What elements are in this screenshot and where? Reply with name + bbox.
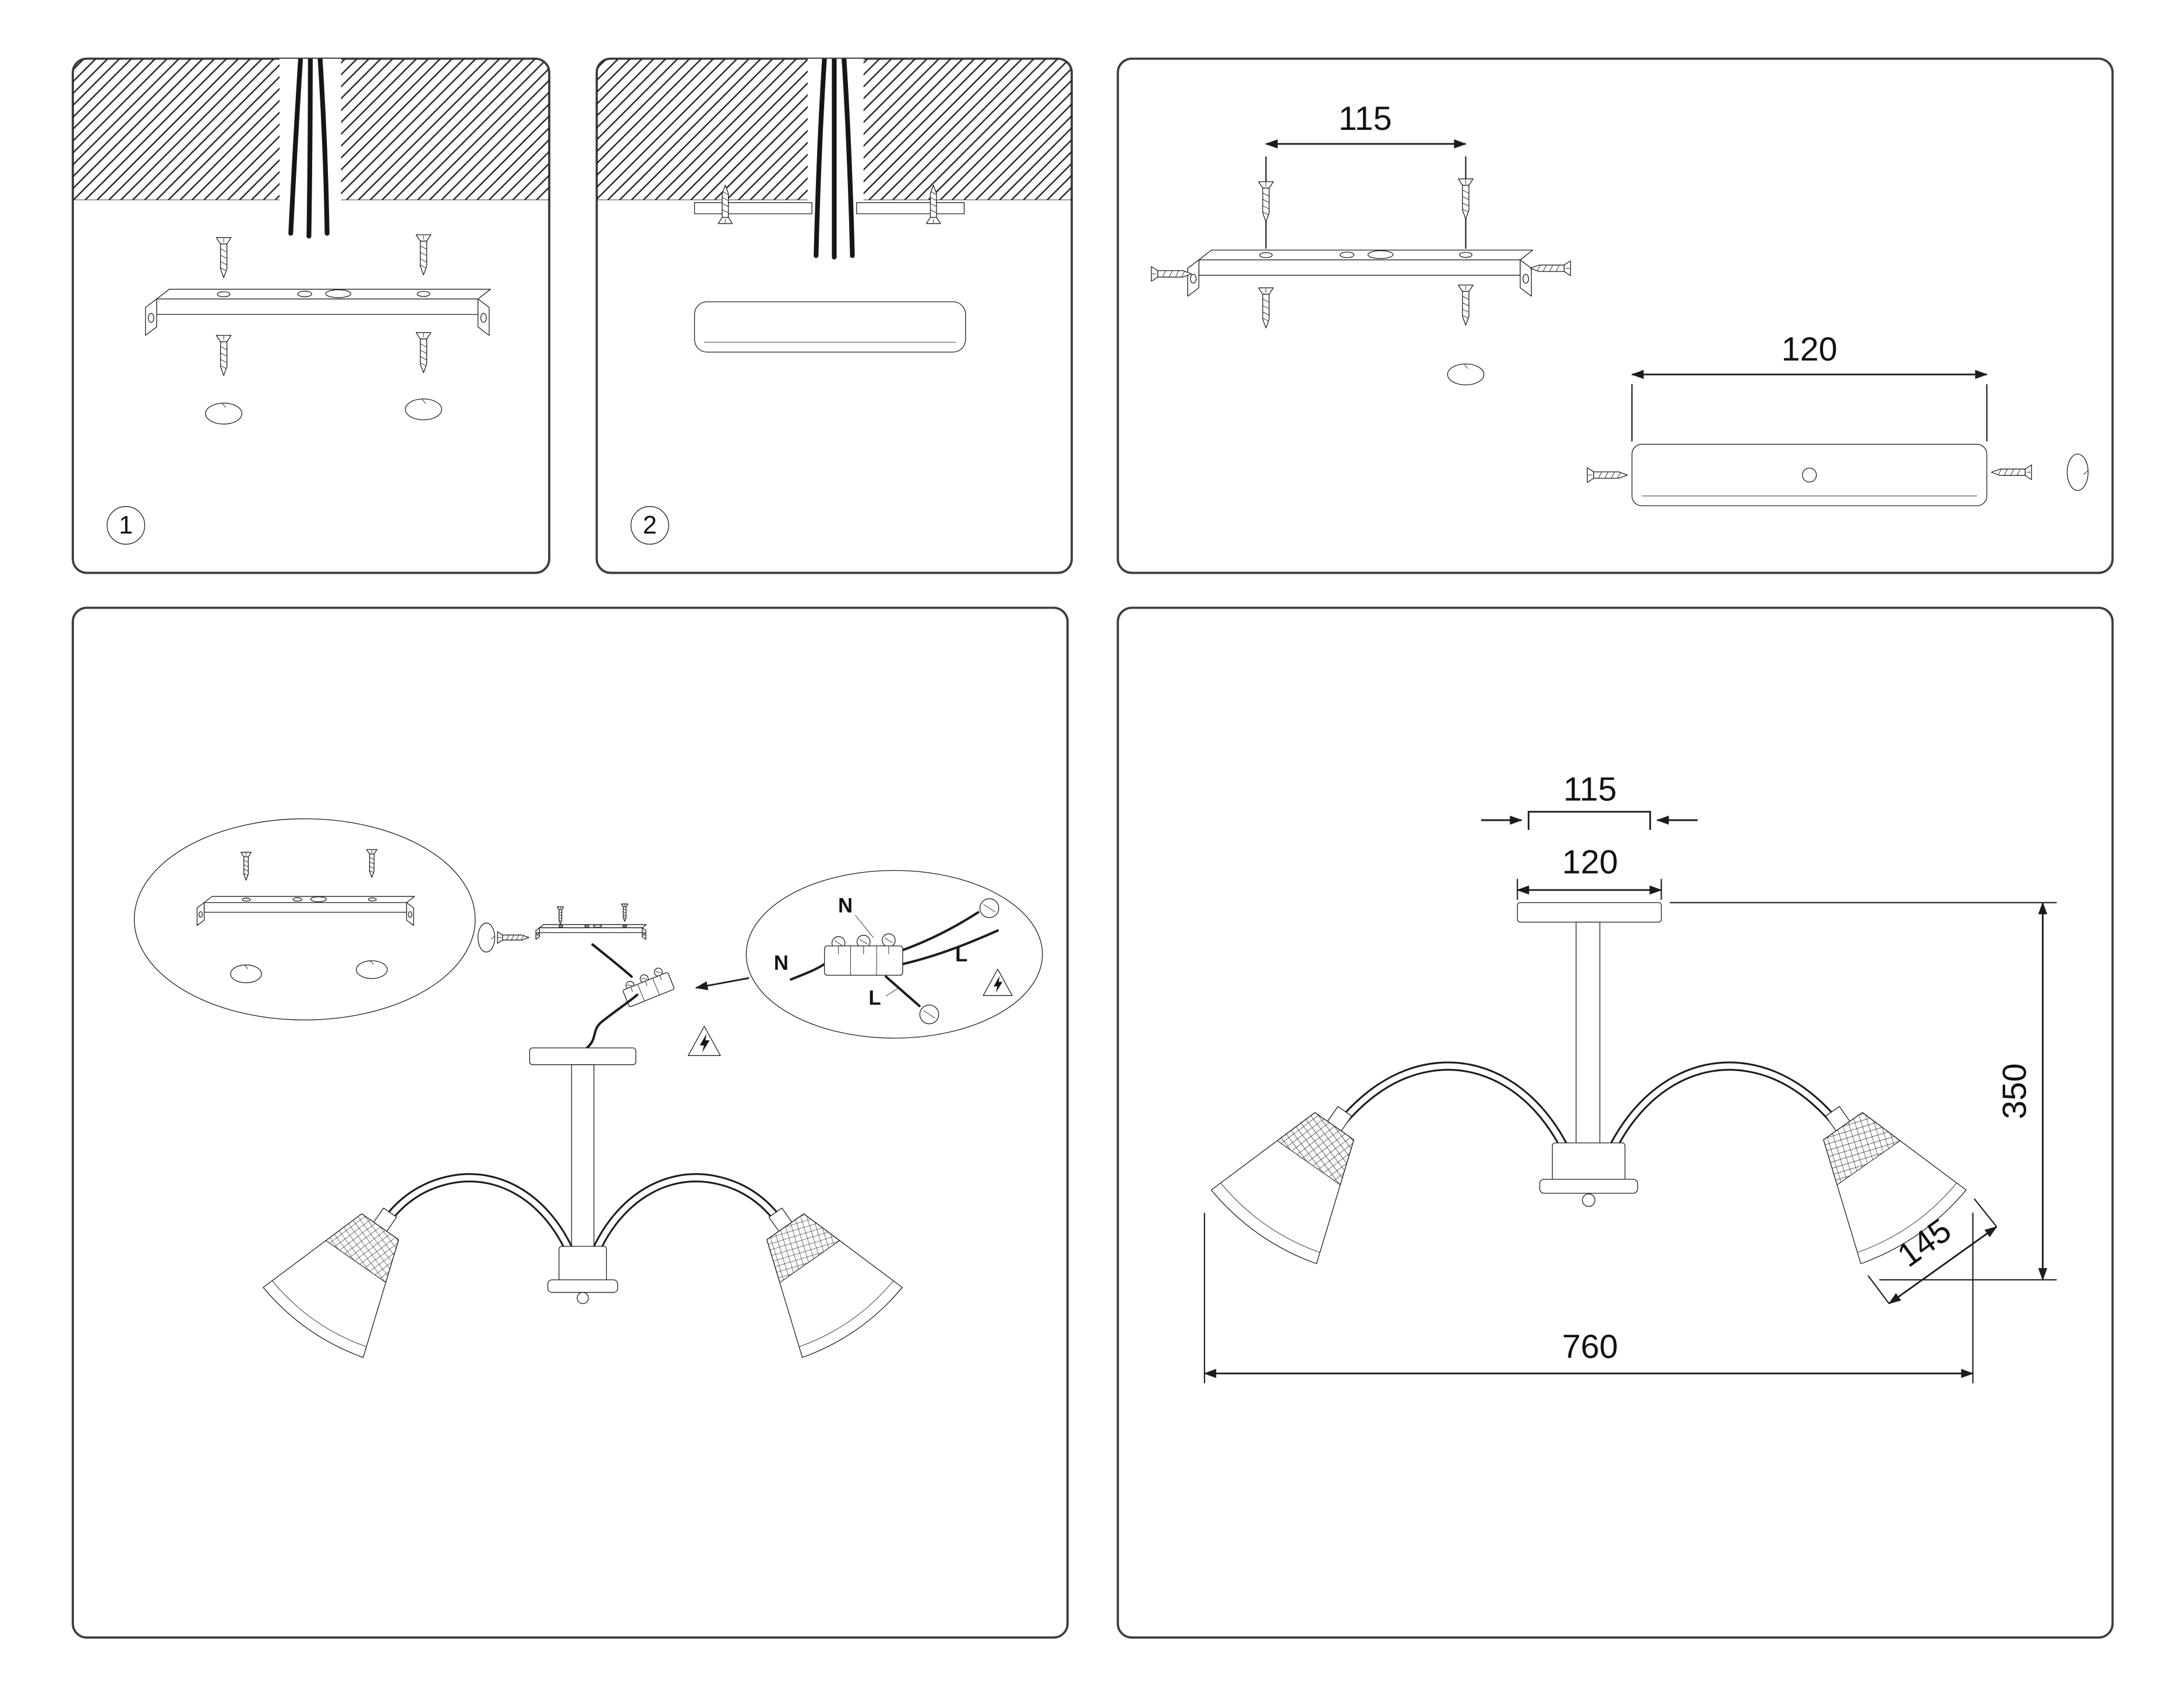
panel-step-2: 2 [595,57,1073,574]
chandelier-hub [559,1246,607,1283]
bracket-installed-right [857,203,964,214]
canopy-side-view [1632,444,1987,506]
canopy-cover [695,302,966,352]
panel-border [72,606,1069,1639]
extension-lines [1631,384,1988,442]
arm-fill [593,1175,784,1252]
extension-lines [1204,1213,1974,1383]
wire-neutral [901,911,980,952]
chandelier-arm-right [592,1173,786,1254]
arm-fill [381,1175,572,1252]
dim-120-label: 120 [1782,331,1837,368]
wire-neutral-in [790,963,826,981]
arm-fill [1335,1063,1567,1149]
dimension-760: 760 [1203,1213,1974,1383]
power-wires [814,58,855,260]
chandelier-canopy [529,1048,635,1065]
power-wires [288,58,330,239]
dim-115-label: 115 [1563,771,1617,808]
wire [317,58,330,236]
label-leader-lines [855,915,898,996]
panel-border [1116,606,2114,1639]
dimension-line-145 [1888,1226,1998,1305]
wire [814,58,827,259]
panel-step-1: 1 [72,57,550,574]
canopy-center-hole [1803,468,1817,482]
dimension-bracket-115 [1528,811,1651,830]
anchor-hole-icon [477,922,496,953]
extension-lines [1867,1198,1998,1304]
bracket-dimension-drawing: 115 [1150,100,1572,386]
terminal-block [825,934,903,975]
canopy-dimension-drawing: 120 [1586,331,2089,506]
dimension-350: 350 [1669,902,2057,1281]
wire [306,58,313,239]
arm-fill [1611,1063,1842,1149]
bracket-installed-left [695,203,812,214]
drill-hole-icon [1446,363,1485,386]
chandelier-assembly [257,1048,909,1365]
wire [288,58,303,236]
mains-wire [591,943,633,978]
chandelier-arm-left [380,1173,574,1254]
drill-hole-icon [355,960,388,980]
panel-step-2-content [597,58,1072,352]
wire-label-l-top: L [955,944,967,966]
wire-label-n-left: N [774,952,789,974]
dimension-120: 120 [1516,843,1663,900]
terminal-screw-icon [918,1004,940,1025]
chandelier-arm-right [1609,1061,1844,1150]
chandelier-arm-left [1334,1061,1568,1150]
dim-350-label: 350 [1996,1063,2034,1119]
drill-hole-icon [404,398,443,421]
chandelier-hub [1552,1143,1625,1182]
chandelier-hub-flange [1540,1179,1638,1193]
panel-step-1-content [73,58,550,425]
zoom-bubble-outline [746,870,1042,1038]
wire-label-n-top: N [838,895,853,917]
panel-mounting-hardware-dimensions: 115 120 [1116,57,2114,574]
dim-115-label: 115 [1338,100,1392,137]
wire [842,58,855,259]
chandelier-stem [1576,922,1600,1146]
step-badge [107,507,145,545]
chandelier-finial [577,1292,588,1304]
chandelier-front-view [1205,903,1973,1272]
chandelier-finial [1582,1194,1595,1207]
step-number: 2 [643,511,657,539]
fixture-wire [585,993,639,1050]
wire-line [901,929,999,966]
drill-hole-icon [204,402,243,425]
zoom-bubble-outline [135,819,475,1020]
chandelier-canopy [1517,903,1661,923]
panel-fixture-dimensions: 115 120 350 [1116,606,2114,1639]
drill-hole-icon [2066,453,2089,492]
zoom-bubble-bracket [135,819,475,1020]
terminal-screw-icon [979,898,1000,919]
chandelier-stem [571,1065,593,1249]
dim-760-label: 760 [1562,1329,1618,1366]
chandelier-hub-flange [548,1280,618,1292]
wire-label-l-bottom: L [868,987,881,1009]
step-number: 1 [119,511,133,539]
zoom-leader-arrow [695,977,750,990]
drill-hole-icon [229,964,263,984]
dim-120-label: 120 [1562,843,1618,881]
panel-assembly-wiring: N L N L [72,606,1069,1639]
dimension-115: 115 [1481,771,1698,830]
step-badge [631,507,669,545]
wire-line-out [885,975,921,1008]
zoom-bubble-wiring: N L N L [746,870,1042,1038]
